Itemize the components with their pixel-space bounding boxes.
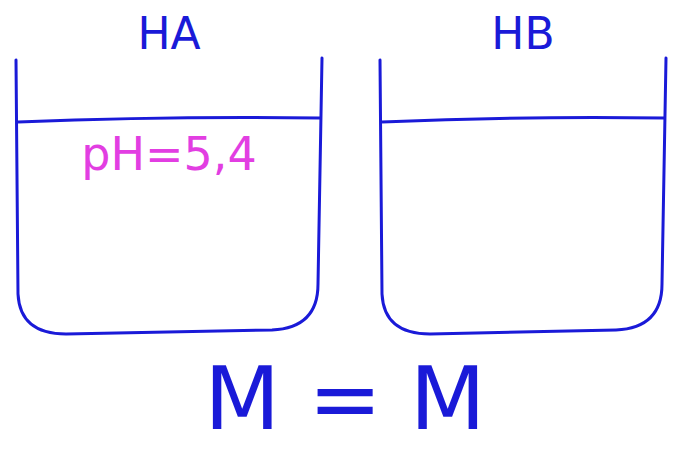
beaker: HA pH=5,4	[12, 4, 326, 340]
beaker-label: HB	[491, 8, 554, 59]
beaker-label: HA	[137, 8, 200, 59]
beaker: HB	[376, 4, 670, 340]
molarity-equation: M = M	[204, 347, 486, 450]
ph-value: pH=5,4	[81, 127, 257, 181]
